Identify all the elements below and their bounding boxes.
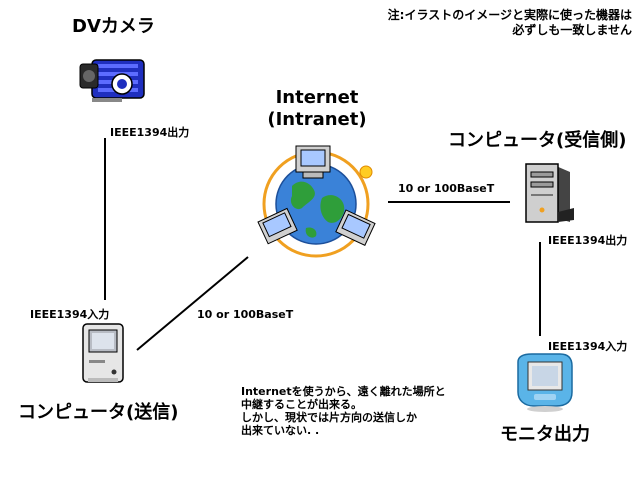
sender-port-label: IEEE1394入力: [30, 308, 110, 321]
receiver-title: コンピュータ(受信側): [448, 130, 627, 151]
disclaimer-line-2: 必ずしも一致しません: [512, 23, 632, 37]
internet-title-line-2: (Intranet): [267, 109, 367, 130]
internet-title-line-1: Internet: [275, 87, 359, 108]
tower-computer-icon: [520, 160, 576, 230]
description-line-4: 出来ていない. .: [241, 424, 320, 437]
description-line-1: Internetを使うから、遠く離れた場所と: [241, 385, 446, 398]
camera-port-label: IEEE1394出力: [110, 126, 190, 139]
dv-camera-icon: [78, 54, 148, 110]
receiver-port-label: IEEE1394出力: [548, 234, 628, 247]
disclaimer-line-1: 注:イラストのイメージと実際に使った機器は: [387, 8, 632, 22]
camera-title: DVカメラ: [72, 16, 155, 37]
globe-network-icon: [248, 138, 388, 264]
sender-to-internet-line: [136, 256, 249, 351]
internet-title: Internet (Intranet): [264, 87, 370, 131]
monitor-port-label: IEEE1394入力: [548, 340, 628, 353]
mac-computer-icon: [80, 322, 126, 390]
imac-monitor-icon: [512, 352, 576, 416]
link-label-internet-receiver: 10 or 100BaseT: [398, 182, 495, 195]
description-line-3: しかし、現状では片方向の送信しか: [241, 411, 417, 424]
monitor-title: モニタ出力: [500, 424, 590, 445]
sender-title: コンピュータ(送信): [18, 402, 179, 423]
link-label-sender-internet: 10 or 100BaseT: [197, 308, 294, 321]
disclaimer-note: 注:イラストのイメージと実際に使った機器は 必ずしも一致しません: [332, 8, 632, 38]
description-text: Internetを使うから、遠く離れた場所と 中継することが出来る。 しかし、現…: [241, 385, 446, 437]
description-line-2: 中継することが出来る。: [241, 398, 362, 411]
